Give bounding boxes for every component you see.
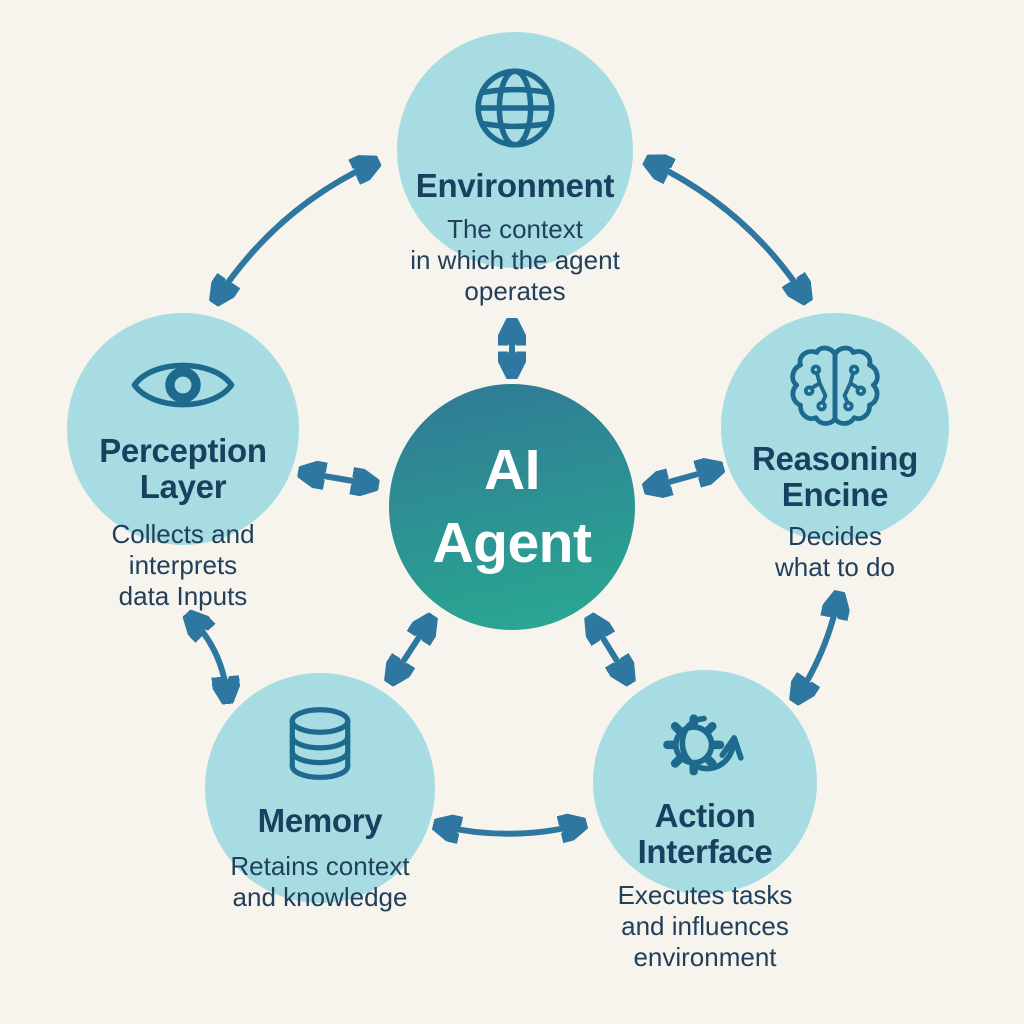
- arrow-memory-action: [441, 825, 579, 834]
- eye-icon: [127, 353, 239, 417]
- action-title: Action Interface: [637, 797, 773, 870]
- globe-icon: [469, 62, 561, 154]
- arrow-reasoning-action: [798, 599, 838, 696]
- perception-circle: [67, 313, 299, 545]
- node-perception-layer: Perception Layer Collects and interprets…: [23, 313, 343, 612]
- arrow-perception-memory: [192, 619, 227, 696]
- node-reasoning-engine: Reasoning Encine Decides what to do: [675, 313, 995, 583]
- node-ai-agent: AI Agent: [389, 384, 635, 630]
- database-icon: [281, 703, 359, 791]
- environment-title: Environment: [415, 167, 615, 204]
- action-circle: [593, 670, 817, 894]
- gear-sync-icon: [658, 696, 752, 790]
- arrow-environment-reasoning: [652, 163, 804, 296]
- arrow-agent-action: [593, 622, 627, 677]
- memory-description: Retains context and knowledge: [230, 851, 410, 912]
- perception-title: Perception Layer: [99, 432, 267, 505]
- arrow-perception-agent: [306, 473, 371, 484]
- node-memory: Memory Retains context and knowledge: [160, 673, 480, 913]
- reasoning-title: Reasoning Encine: [752, 440, 918, 513]
- node-action-interface: Action Interface Executes tasks and infl…: [545, 670, 865, 973]
- environment-description: The context in which the agent operates: [410, 214, 620, 306]
- node-environment: Environment The context in which the age…: [355, 32, 675, 307]
- arrow-perception-environment: [218, 164, 372, 297]
- action-description: Executes tasks and influences environmen…: [617, 880, 793, 972]
- arrow-agent-memory: [393, 622, 429, 677]
- reasoning-description: Decides what to do: [775, 521, 895, 582]
- ai-agent-title: AI Agent: [432, 438, 592, 575]
- perception-description: Collects and interprets data Inputs: [111, 519, 255, 611]
- brain-icon: [787, 341, 883, 431]
- arrow-agent-reasoning: [651, 469, 716, 487]
- memory-title: Memory: [257, 802, 383, 839]
